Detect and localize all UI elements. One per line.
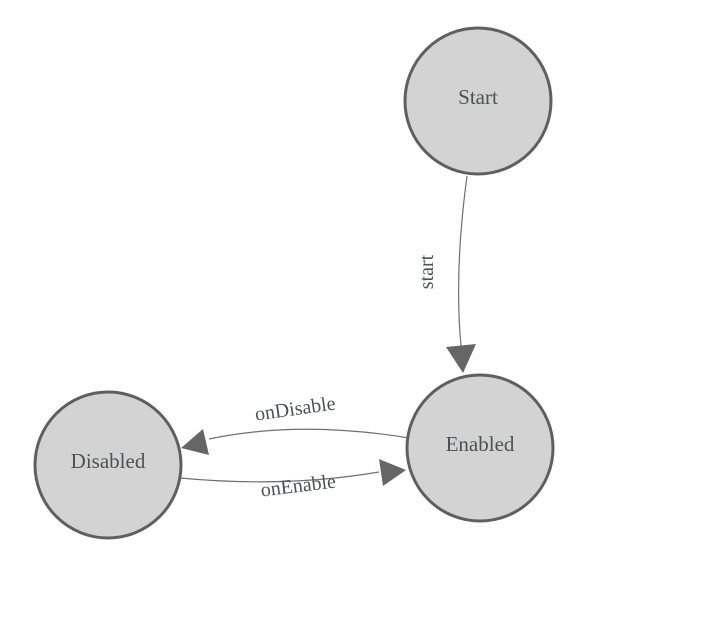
state-node-start: Start [403,26,553,176]
node-circle-enabled [405,373,555,523]
edge-line [457,175,468,347]
edge-line [179,471,380,483]
edge-label-start: start [416,254,438,289]
edge-label-ondisable: onDisable [253,393,336,426]
edge-label-onenable: onEnable [259,471,337,502]
node-label-disabled: Disabled [71,449,146,473]
node-label-start: Start [458,85,498,109]
edge-disabled-to-enabled: onEnable [179,459,406,502]
arrowhead-right-icon [379,459,406,486]
node-circle-start [403,26,553,176]
node-circle-disabled [33,390,183,540]
state-node-disabled: Disabled [33,390,183,540]
state-node-enabled: Enabled [405,373,555,523]
edge-enabled-to-disabled: onDisable [181,393,410,455]
node-label-enabled: Enabled [446,432,515,456]
edge-line [208,428,410,440]
edge-start-to-enabled: start [416,175,476,373]
arrowhead-down-icon [446,344,476,373]
arrowhead-left-icon [181,429,209,455]
